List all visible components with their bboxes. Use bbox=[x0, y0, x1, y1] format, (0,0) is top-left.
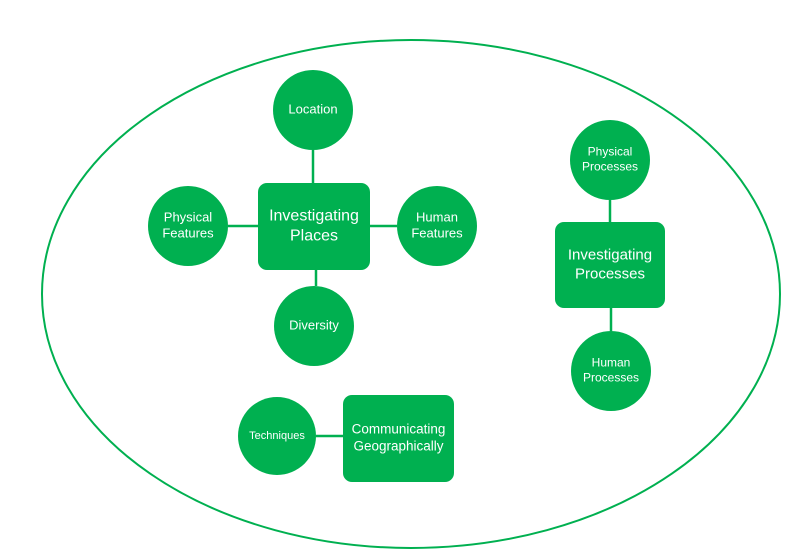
physical-processes-label: Physical bbox=[588, 145, 633, 159]
human-features-circle bbox=[397, 186, 477, 266]
techniques-label: Techniques bbox=[249, 430, 305, 442]
diversity-circle bbox=[274, 286, 354, 366]
human-features-label: Human bbox=[416, 209, 458, 224]
node-diversity[interactable]: Diversity bbox=[274, 286, 354, 366]
human-processes-label: Human bbox=[592, 356, 631, 370]
human-processes-circle bbox=[571, 331, 651, 411]
investigating-places-box bbox=[258, 183, 370, 270]
physical-processes-label: Processes bbox=[582, 160, 638, 174]
physical-processes-circle bbox=[570, 120, 650, 200]
investigating-places-label: Investigating bbox=[269, 208, 359, 225]
communicating-geographically-box bbox=[343, 395, 454, 482]
physical-features-label: Physical bbox=[164, 209, 213, 224]
techniques-circle bbox=[238, 397, 316, 475]
enclosing-ellipse bbox=[41, 39, 781, 549]
human-processes-label: Processes bbox=[583, 371, 639, 385]
human-features-label: Features bbox=[411, 226, 463, 241]
investigating-processes-label: Processes bbox=[575, 265, 645, 282]
diversity-label: Diversity bbox=[289, 317, 339, 332]
node-location[interactable]: Location bbox=[273, 70, 353, 150]
location-circle bbox=[273, 70, 353, 150]
investigating-processes-label: Investigating bbox=[568, 247, 652, 264]
investigating-places-label: Places bbox=[290, 228, 338, 245]
communicating-geographically-label: Geographically bbox=[353, 439, 443, 454]
investigating-processes-box bbox=[555, 222, 665, 308]
node-techniques[interactable]: Techniques bbox=[238, 397, 316, 475]
physical-features-label: Features bbox=[162, 226, 214, 241]
physical-features-circle bbox=[148, 186, 228, 266]
location-label: Location bbox=[288, 101, 337, 116]
communicating-geographically-label: Communicating bbox=[352, 422, 446, 437]
